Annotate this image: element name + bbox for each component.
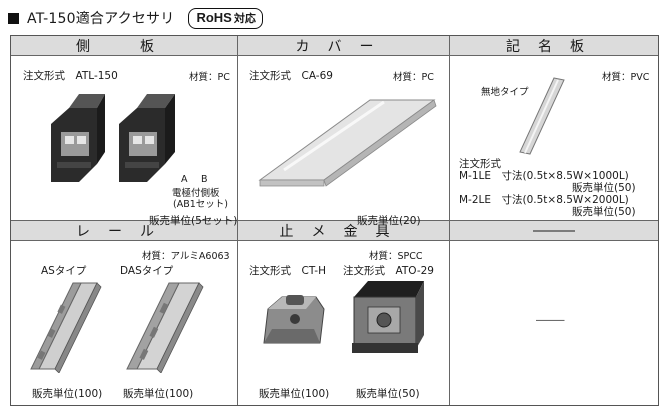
cell-rail: 材質：アルミA6063 ASタイプ DASタイプ 販売単位(100) 販売単位(… xyxy=(11,241,237,405)
name-plate-item2-unit: 販売単位(50) xyxy=(572,206,636,218)
stopper-model2: 注文形式 ATO-29 xyxy=(343,265,434,277)
bullet-square-icon xyxy=(8,12,19,24)
rohs-suffix: 対応 xyxy=(233,12,256,25)
cover-model: 注文形式 CA-69 xyxy=(249,70,333,82)
row-divider xyxy=(11,220,658,221)
name-plate-item2: M-2LE 寸法(0.5t×8.5W×2000L) xyxy=(459,194,629,206)
name-plate-item1-unit: 販売単位(50) xyxy=(572,182,636,194)
header-cover: カバー xyxy=(238,36,449,56)
cell-side-plate: 注文形式 ATL-150 材質：PC A B 電極付側板 (AB1セット) 販売… xyxy=(11,56,237,227)
rail-das-photo xyxy=(126,282,204,373)
name-plate-material: 材質：PVC xyxy=(602,72,650,83)
header-rail: レール xyxy=(11,221,237,241)
page-title: AT-150適合アクセサリ xyxy=(27,11,175,27)
stopper-unit1: 販売単位(100) xyxy=(259,388,330,400)
rail-material: 材質：アルミA6063 xyxy=(142,251,230,262)
side-plate-photo xyxy=(51,94,175,182)
accessory-table: 側 板 カバー 記名板 レール 止メ金具 ――― 注文形式 ATL-150 材質… xyxy=(10,35,659,406)
rail-as-photo xyxy=(30,282,102,373)
stopper-model1: 注文形式 CT-H xyxy=(249,265,326,277)
rail-das-unit: 販売単位(100) xyxy=(123,388,194,400)
stopper-unit2: 販売単位(50) xyxy=(356,388,420,400)
cell-stopper: 材質：SPCC 注文形式 CT-H 注文形式 ATO-29 販売単位(100) … xyxy=(238,241,449,405)
header-name-plate: 記名板 xyxy=(450,36,658,56)
electrode-note: 電極付側板 xyxy=(172,188,220,199)
cover-material: 材質：PC xyxy=(393,72,434,83)
label-b: B xyxy=(201,174,208,185)
rail-as-unit: 販売単位(100) xyxy=(32,388,103,400)
cell-name-plate: 材質：PVC 無地タイプ 注文形式 M-1LE 寸法(0.5t×8.5W×100… xyxy=(450,56,658,220)
stopper-cth-photo xyxy=(263,295,325,344)
side-plate-model: 注文形式 ATL-150 xyxy=(23,70,118,82)
header-side-plate: 側 板 xyxy=(11,36,237,56)
header-empty: ――― xyxy=(450,221,658,241)
header-stopper: 止メ金具 xyxy=(238,221,449,241)
rail-as-type: ASタイプ xyxy=(41,265,87,277)
name-plate-item1: M-1LE 寸法(0.5t×8.5W×1000L) xyxy=(459,170,629,182)
name-plate-order-label: 注文形式 xyxy=(459,158,501,170)
name-plate-type: 無地タイプ xyxy=(481,87,529,98)
cover-sales-unit: 販売単位(20) xyxy=(357,215,421,227)
stopper-ato-photo xyxy=(352,281,424,353)
rohs-label: RoHS xyxy=(196,9,232,25)
empty-placeholder: ――― xyxy=(536,315,565,326)
cover-photo xyxy=(258,99,437,187)
stopper-material: 材質：SPCC xyxy=(369,251,423,262)
rail-das-type: DASタイプ xyxy=(120,265,174,277)
name-plate-photo xyxy=(519,77,565,155)
side-plate-sales-unit: 販売単位(5セット) xyxy=(149,215,238,227)
label-a: A xyxy=(181,174,188,185)
side-plate-material: 材質：PC xyxy=(189,72,230,83)
set-note: (AB1セット) xyxy=(173,199,228,210)
cell-empty: ――― xyxy=(450,241,658,405)
cell-cover: 注文形式 CA-69 材質：PC 販売単位(20) xyxy=(238,56,449,227)
